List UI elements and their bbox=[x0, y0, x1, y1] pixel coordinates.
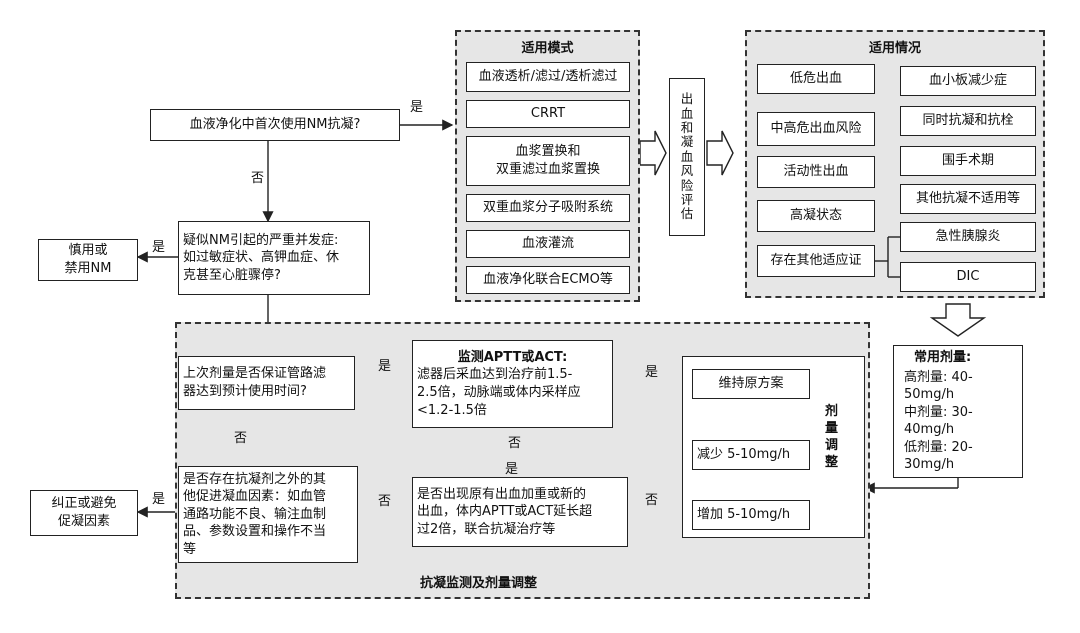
label-yes-bleeding: 是 bbox=[505, 462, 519, 477]
monitoring-title: 抗凝监测及剂量调整 bbox=[420, 576, 538, 591]
modes-title: 适用模式 bbox=[521, 41, 574, 56]
complication-question: 疑似NM引起的严重并发症: 如过敏症状、高钾血症、休 克甚至心脏骤停? bbox=[178, 221, 370, 295]
label-no-other-factors: 否 bbox=[378, 494, 392, 509]
caution-box: 慎用或 禁用NM bbox=[38, 239, 138, 281]
label-yes-other-factors: 是 bbox=[152, 492, 166, 507]
monitor-title: 监测APTT或ACT: bbox=[457, 349, 568, 365]
situation-active-bleeding: 活动性出血 bbox=[757, 156, 875, 188]
dose-high: 高剂量: 40-50mg/h bbox=[904, 369, 973, 403]
mode-crrt: CRRT bbox=[466, 100, 630, 128]
mode-hemoperfusion: 血液灌流 bbox=[466, 230, 630, 258]
situation-other-anticoag-unsuitable: 其他抗凝不适用等 bbox=[900, 184, 1036, 214]
situation-pancreatitis: 急性胰腺炎 bbox=[900, 222, 1036, 252]
label-yes-monitor: 是 bbox=[645, 365, 659, 380]
risk-evaluation: 出 血 和 凝 血 风 险 评 估 bbox=[669, 78, 705, 236]
bleeding-question: 是否出现原有出血加重或新的 出血，体内APTT或ACT延长超 过2倍，联合抗凝治… bbox=[412, 477, 628, 547]
mode-dpmas: 双重血浆分子吸附系统 bbox=[466, 194, 630, 222]
situation-high-bleeding-risk: 中高危出血风险 bbox=[757, 112, 875, 146]
mode-ecmo: 血液净化联合ECMO等 bbox=[466, 266, 630, 294]
dose-mid: 中剂量: 30-40mg/h bbox=[904, 404, 973, 438]
situation-dic: DIC bbox=[900, 262, 1036, 292]
prev-dose-question: 上次剂量是否保证管路滤 器达到预计使用时间? bbox=[178, 356, 355, 410]
common-dose-box: 常用剂量: 高剂量: 40-50mg/h 中剂量: 30-40mg/h 低剂量:… bbox=[893, 345, 1023, 478]
decrease-dose-box: 减少 5-10mg/h bbox=[692, 440, 810, 470]
keep-plan-box: 维持原方案 bbox=[692, 369, 810, 399]
label-no-monitor: 否 bbox=[508, 436, 522, 451]
correct-factors-box: 纠正或避免 促凝因素 bbox=[30, 490, 138, 536]
label-yes-complication: 是 bbox=[152, 240, 166, 255]
situation-other-indications: 存在其他适应证 bbox=[757, 245, 875, 277]
label-no-start: 否 bbox=[251, 171, 265, 186]
monitor-body: 滤器后采血达到治疗前1.5- 2.5倍，动脉端或体内采样应 <1.2-1.5倍 bbox=[417, 367, 581, 418]
label-yes-start: 是 bbox=[410, 100, 424, 115]
mode-hemodialysis: 血液透析/滤过/透析滤过 bbox=[466, 62, 630, 92]
dose-adjust-title: 剂 量 调 整 bbox=[825, 404, 839, 470]
start-question: 血液净化中首次使用NM抗凝? bbox=[150, 109, 400, 141]
dose-low: 低剂量: 20-30mg/h bbox=[904, 439, 973, 473]
common-dose-title: 常用剂量: bbox=[914, 350, 972, 366]
situation-thrombocytopenia: 血小板减少症 bbox=[900, 66, 1036, 96]
label-no-bleeding: 否 bbox=[645, 493, 659, 508]
mode-plasma-exchange: 血浆置换和 双重滤过血浆置换 bbox=[466, 136, 630, 186]
situation-antithrombotic: 同时抗凝和抗栓 bbox=[900, 106, 1036, 136]
situation-low-bleeding: 低危出血 bbox=[757, 64, 875, 94]
monitor-box: 监测APTT或ACT: 滤器后采血达到治疗前1.5- 2.5倍，动脉端或体内采样… bbox=[412, 340, 613, 428]
label-no-prev-dose: 否 bbox=[234, 431, 248, 446]
increase-dose-box: 增加 5-10mg/h bbox=[692, 500, 810, 530]
label-yes-prev-dose: 是 bbox=[378, 359, 392, 374]
situation-perioperative: 围手术期 bbox=[900, 146, 1036, 176]
other-factors-question: 是否存在抗凝剂之外的其 他促进凝血因素：如血管 通路功能不良、输注血制 品、参数… bbox=[178, 466, 358, 563]
situation-hypercoagulable: 高凝状态 bbox=[757, 200, 875, 232]
situations-title: 适用情况 bbox=[868, 41, 921, 56]
